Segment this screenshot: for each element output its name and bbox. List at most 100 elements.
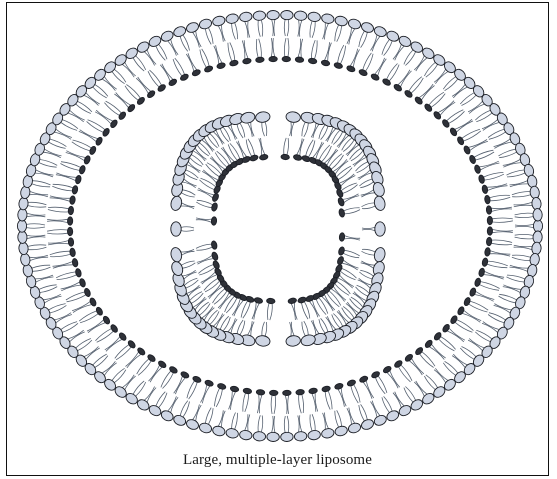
lipid-tail — [512, 191, 530, 194]
lipid-head-inner — [487, 216, 492, 225]
lipid-head-inner — [83, 155, 91, 165]
lipid-tail — [351, 386, 358, 403]
lipid-head-inner — [309, 388, 318, 395]
lipid-head-inner — [269, 56, 278, 62]
lipid-tail — [57, 275, 77, 280]
lipid-tail — [284, 38, 286, 56]
lipid-head-inner — [254, 297, 264, 304]
lipid-head-inner — [211, 217, 217, 226]
lipid-head-inner — [75, 175, 82, 184]
lipid-tail — [483, 322, 499, 330]
lipid-tail — [311, 40, 315, 58]
lipid-tail — [200, 180, 215, 190]
lipid-head-inner — [67, 227, 72, 236]
lipid-tail — [434, 69, 446, 82]
lipid-tail — [86, 348, 100, 359]
lipid-head-inner — [478, 174, 485, 183]
lipid-tail — [357, 165, 370, 173]
lipid-tail — [251, 122, 254, 136]
lipid-head-inner — [433, 331, 442, 341]
lipid-tail — [48, 207, 68, 209]
lipid-tail — [49, 142, 66, 148]
lipid-tail — [84, 95, 98, 105]
lipid-tail — [515, 237, 533, 239]
lipid-tail — [50, 139, 67, 147]
lipid-head-outer — [212, 15, 226, 27]
lipid-head-outer — [225, 13, 239, 25]
lipid-tail — [359, 179, 372, 186]
lipid-tail — [186, 280, 198, 288]
lipid-tail — [181, 230, 194, 231]
lipid-tail — [27, 224, 45, 225]
lipid-tail — [514, 245, 532, 247]
lipid-tail — [188, 287, 200, 296]
lipid-tail — [375, 58, 385, 74]
lipid-tail — [28, 206, 46, 208]
lipid-tail — [490, 195, 510, 197]
lipid-tail — [339, 174, 354, 183]
lipid-head-inner — [217, 383, 227, 390]
lipid-tail — [223, 317, 230, 331]
lipid-head-outer — [18, 197, 28, 210]
lipid-tail — [453, 87, 467, 98]
lipid-tail — [412, 359, 424, 374]
lipid-tail — [27, 227, 45, 228]
lipid-tail — [468, 101, 482, 112]
lipid-tail — [366, 54, 373, 71]
lipid-head-outer — [255, 111, 271, 123]
lipid-tail — [156, 46, 165, 60]
lipid-head-inner — [136, 347, 146, 357]
lipid-tail — [79, 131, 96, 141]
lipid-tail — [290, 122, 292, 136]
lipid-tail — [162, 64, 173, 80]
lipid-tail — [50, 251, 70, 255]
lipid-head-inner — [295, 57, 304, 63]
lipid-head-inner — [487, 227, 492, 236]
lipid-tail — [469, 140, 487, 148]
lipid-head-inner — [89, 297, 97, 307]
lipid-tail — [363, 53, 372, 70]
lipid-head-outer — [321, 428, 335, 440]
lipid-tail — [187, 381, 194, 398]
lipid-tail — [246, 140, 251, 157]
lipid-tail — [267, 303, 269, 320]
lipid-head-inner — [204, 379, 214, 387]
lipid-head-inner — [269, 390, 278, 395]
lipid-tail — [183, 402, 189, 417]
lipid-tail — [492, 218, 512, 219]
lipid-head-outer — [334, 425, 348, 437]
lipid-tail — [493, 230, 513, 232]
lipid-tail — [72, 142, 90, 151]
lipid-head-inner — [281, 154, 290, 160]
lipid-tail — [232, 299, 240, 315]
lipid-tail — [447, 331, 464, 342]
lipid-tail — [265, 122, 267, 136]
lipid-head-inner — [297, 296, 307, 304]
lipid-head-outer — [185, 21, 200, 34]
lipid-head-inner — [283, 390, 292, 396]
lipid-tail — [342, 269, 357, 279]
lipid-head-outer — [373, 246, 387, 262]
lipid-head-outer — [239, 11, 253, 22]
lipid-tail — [344, 208, 360, 211]
lipid-tail — [359, 278, 372, 285]
lipid-head-inner — [484, 247, 490, 256]
lipid-tail — [354, 385, 360, 403]
lipid-tail — [294, 303, 297, 320]
lipid-head-inner — [118, 111, 127, 121]
lipid-head-inner — [414, 346, 424, 356]
lipid-tail — [343, 185, 358, 194]
lipid-tail — [469, 339, 484, 348]
lipid-tail — [27, 235, 45, 236]
lipid-tail — [273, 38, 275, 56]
lipid-head-outer — [255, 335, 271, 347]
lipid-head-outer — [397, 34, 412, 48]
lipid-tail — [489, 132, 506, 139]
lipid-head-outer — [185, 418, 200, 431]
lipid-head-outer — [375, 222, 385, 236]
lipid-tail — [315, 40, 318, 58]
lipid-tail — [202, 275, 217, 284]
lipid-tail — [291, 322, 294, 336]
lipid-tail — [184, 278, 197, 285]
lipid-tail — [47, 233, 67, 234]
